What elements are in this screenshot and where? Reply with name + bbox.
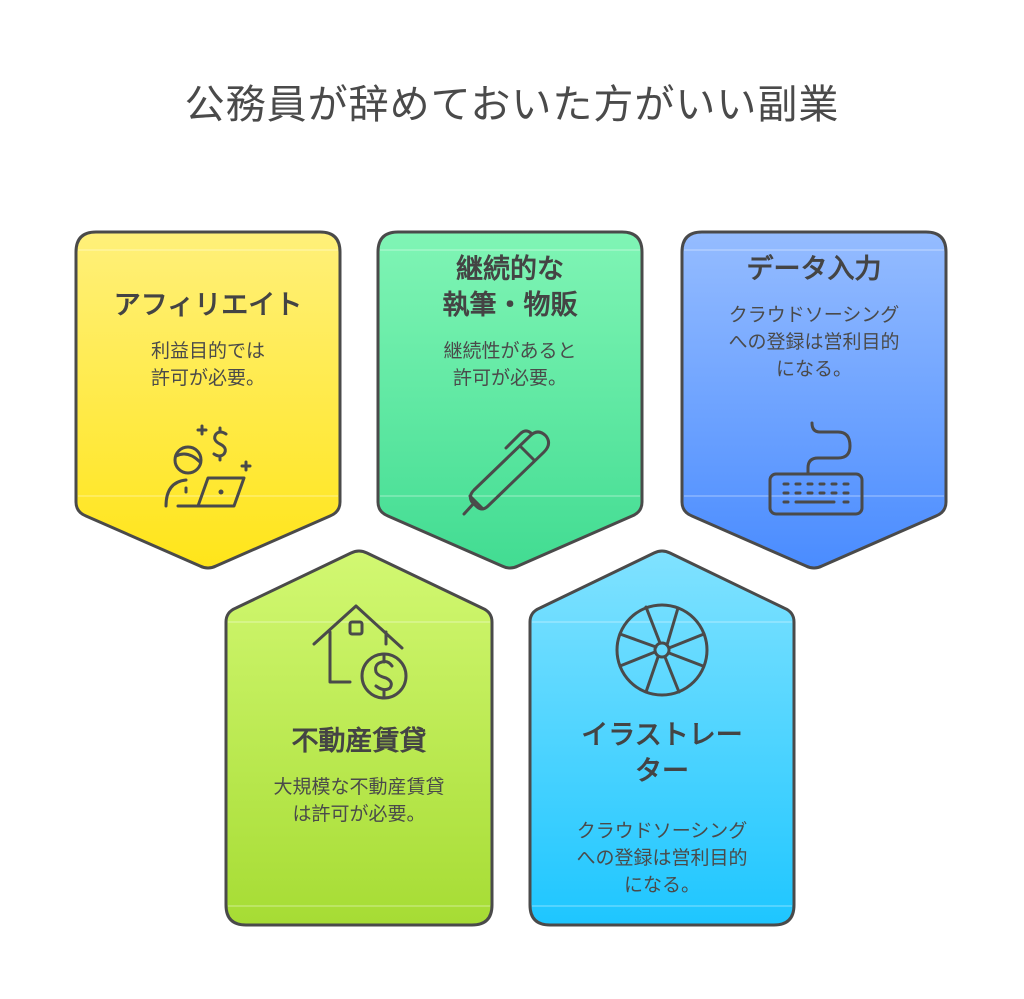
card-description: 利益目的では 許可が必要。	[150, 340, 265, 389]
card-writing: 継続的な 執筆・物販 継続性があると 許可が必要。	[378, 252, 642, 392]
card-affiliate-shape	[74, 230, 342, 570]
keyboard-icon	[768, 421, 864, 516]
card-description: 継続性があると 許可が必要。	[443, 340, 577, 389]
card-title: データ入力	[746, 254, 882, 285]
card-real-estate-shape	[224, 549, 494, 927]
page-title: 公務員が辞めておいた方がいい副業	[184, 82, 840, 128]
card-illustrator: イラストレー ター クラウドソーシング への登録は営利目的 になる。	[530, 718, 794, 899]
person-laptop-money-icon	[164, 424, 252, 508]
color-wheel-icon	[615, 603, 709, 697]
card-affiliate: アフィリエイト 利益目的では 許可が必要。	[76, 288, 340, 392]
card-title: アフィリエイト	[113, 290, 303, 321]
card-data-entry: データ入力 クラウドソーシング への登録は営利目的 になる。	[682, 252, 946, 383]
card-description: 大規模な不動産賃貸 は許可が必要。	[273, 776, 445, 825]
pen-icon	[462, 429, 551, 516]
card-title: 不動産賃貸	[291, 726, 427, 757]
card-illustrator-shape	[528, 549, 796, 927]
card-real-estate: 不動産賃貸 大規模な不動産賃貸 は許可が必要。	[226, 724, 492, 828]
card-description: クラウドソーシング への登録は営利目的 になる。	[576, 820, 748, 896]
house-dollar-icon	[312, 604, 408, 700]
card-title: 継続的な 執筆・物販	[442, 254, 578, 321]
card-writing-shape	[376, 230, 644, 570]
card-data-entry-shape	[680, 230, 948, 570]
card-title: イラストレー ター	[581, 720, 743, 787]
card-description: クラウドソーシング への登録は営利目的 になる。	[728, 304, 900, 380]
